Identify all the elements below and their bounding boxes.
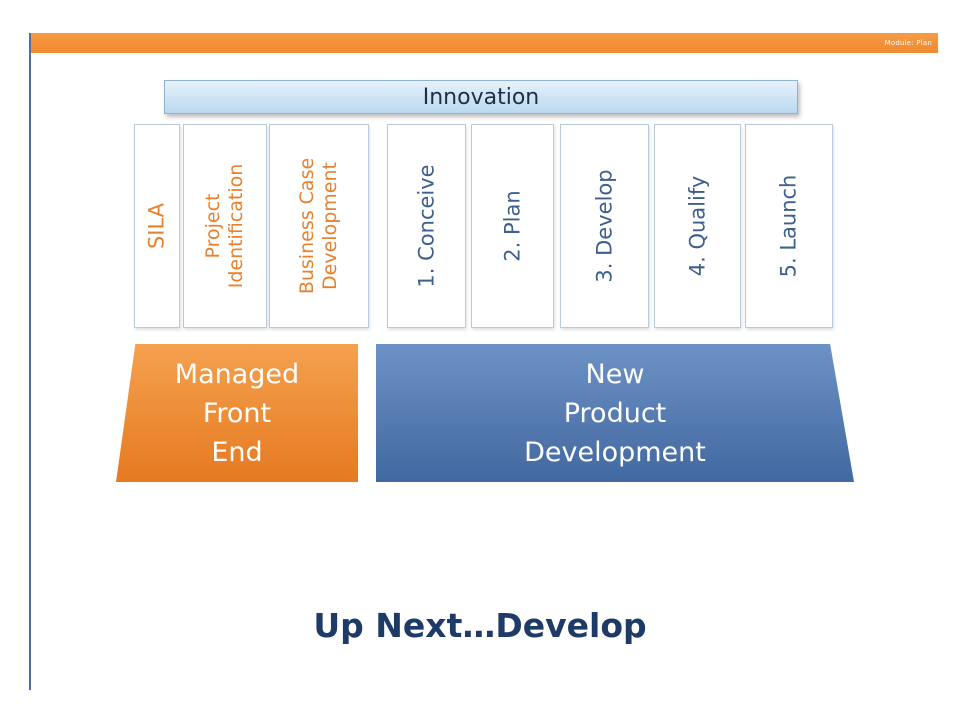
phase-column-plan: 2. Plan <box>471 124 554 328</box>
phase-column-business-case: Business Case Development <box>269 124 369 328</box>
left-accent-line <box>29 33 31 690</box>
phase-column-conceive: 1. Conceive <box>387 124 466 328</box>
up-next-caption: Up Next…Develop <box>313 606 647 645</box>
phase-column-qualify: 4. Qualify <box>654 124 741 328</box>
module-label: Module: Plan <box>884 39 932 47</box>
phase-label-business-case: Business Case Development <box>296 157 341 295</box>
top-accent-bar: Module: Plan <box>30 33 938 53</box>
innovation-banner: Innovation <box>164 80 798 114</box>
phase-label-plan: 2. Plan <box>499 190 524 262</box>
phase-label-project-identification: Project Identification <box>202 163 247 289</box>
phase-label-develop: 3. Develop <box>591 169 616 283</box>
phase-label-conceive: 1. Conceive <box>413 164 438 288</box>
managed-front-end-block: Managed Front End <box>116 344 358 482</box>
new-product-development-block: New Product Development <box>376 344 854 482</box>
phase-label-qualify: 4. Qualify <box>684 175 709 277</box>
phase-column-project-identification: Project Identification <box>183 124 267 328</box>
phase-column-launch: 5. Launch <box>745 124 833 328</box>
phase-column-develop: 3. Develop <box>560 124 649 328</box>
phase-label-sila: SILA <box>144 202 169 250</box>
phase-label-launch: 5. Launch <box>776 174 801 278</box>
phase-column-sila: SILA <box>134 124 180 328</box>
